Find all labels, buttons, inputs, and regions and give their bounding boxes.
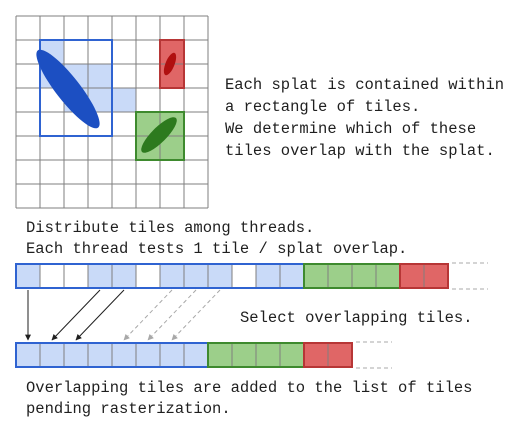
result-tile-blue bbox=[63, 342, 89, 368]
selection-arrow bbox=[123, 289, 173, 341]
result-tile-blue bbox=[39, 342, 65, 368]
caption-select: Select overlapping tiles. bbox=[240, 309, 473, 327]
result-tile-red bbox=[327, 342, 353, 368]
result-tile-green bbox=[207, 342, 233, 368]
splat-bounding-rectangles bbox=[39, 39, 185, 161]
result-tile-blue bbox=[159, 342, 185, 368]
caption-bottom-line-1: Overlapping tiles are added to the list … bbox=[26, 379, 472, 397]
caption-bottom-line-2: pending rasterization. bbox=[26, 400, 231, 418]
result-tile-red bbox=[303, 342, 329, 368]
thread-tile-white bbox=[39, 263, 65, 289]
selection-arrow bbox=[147, 289, 197, 341]
pending-tile-list bbox=[15, 341, 392, 369]
thread-tile-green bbox=[327, 263, 353, 289]
blue-splat-bounding-rect bbox=[39, 39, 113, 137]
blue-splat-tile bbox=[88, 64, 112, 88]
thread-tile-blue bbox=[255, 263, 281, 289]
thread-tile-green bbox=[351, 263, 377, 289]
green-splat-bounding-rect bbox=[135, 111, 185, 161]
result-tile-green bbox=[279, 342, 305, 368]
selection-arrow bbox=[75, 289, 125, 341]
thread-tile-row bbox=[15, 262, 488, 290]
caption-right-line-4: tiles overlap with the splat. bbox=[225, 142, 495, 160]
splat-ellipses bbox=[36, 49, 177, 153]
red-splat-bounding-rect bbox=[159, 39, 185, 89]
result-tile-blue bbox=[111, 342, 137, 368]
thread-tile-red bbox=[423, 263, 449, 289]
result-tile-blue bbox=[183, 342, 209, 368]
selection-arrow bbox=[51, 289, 101, 341]
thread-tile-blue bbox=[87, 263, 113, 289]
caption-bottom: Overlapping tiles are added to the list … bbox=[26, 379, 482, 418]
thread-tile-green bbox=[375, 263, 401, 289]
selection-arrows bbox=[25, 289, 221, 341]
thread-tile-blue bbox=[207, 263, 233, 289]
result-tile-blue bbox=[135, 342, 161, 368]
thread-tile-blue bbox=[183, 263, 209, 289]
result-tile-green bbox=[231, 342, 257, 368]
thread-tile-blue bbox=[15, 263, 41, 289]
result-tile-blue bbox=[15, 342, 41, 368]
caption-right: Each splat is contained within a rectang… bbox=[225, 76, 513, 160]
thread-tile-green bbox=[303, 263, 329, 289]
caption-right-line-1: Each splat is contained within bbox=[225, 76, 504, 94]
thread-group-red bbox=[399, 263, 449, 289]
caption-right-line-3: We determine which of these bbox=[225, 120, 476, 138]
result-tile-green bbox=[255, 342, 281, 368]
caption-right-line-2: a rectangle of tiles. bbox=[225, 98, 420, 116]
green-splat bbox=[141, 117, 177, 153]
tile-grid bbox=[15, 15, 209, 209]
thread-tile-white bbox=[231, 263, 257, 289]
thread-tile-blue bbox=[159, 263, 185, 289]
blue-splat bbox=[36, 49, 100, 129]
result-tile-blue bbox=[87, 342, 113, 368]
thread-tile-blue bbox=[279, 263, 305, 289]
caption-distribute-line-1: Distribute tiles among threads. bbox=[26, 219, 314, 237]
thread-tile-white bbox=[135, 263, 161, 289]
red-splat bbox=[163, 52, 177, 76]
thread-tile-red bbox=[399, 263, 425, 289]
result-group-red bbox=[303, 342, 353, 368]
caption-distribute-line-2: Each thread tests 1 tile / splat overlap… bbox=[26, 240, 407, 258]
selection-arrow bbox=[171, 289, 221, 341]
blue-splat-tile bbox=[112, 88, 136, 112]
caption-distribute: Distribute tiles among threads. Each thr… bbox=[26, 219, 407, 258]
thread-tile-blue bbox=[111, 263, 137, 289]
thread-tile-white bbox=[63, 263, 89, 289]
